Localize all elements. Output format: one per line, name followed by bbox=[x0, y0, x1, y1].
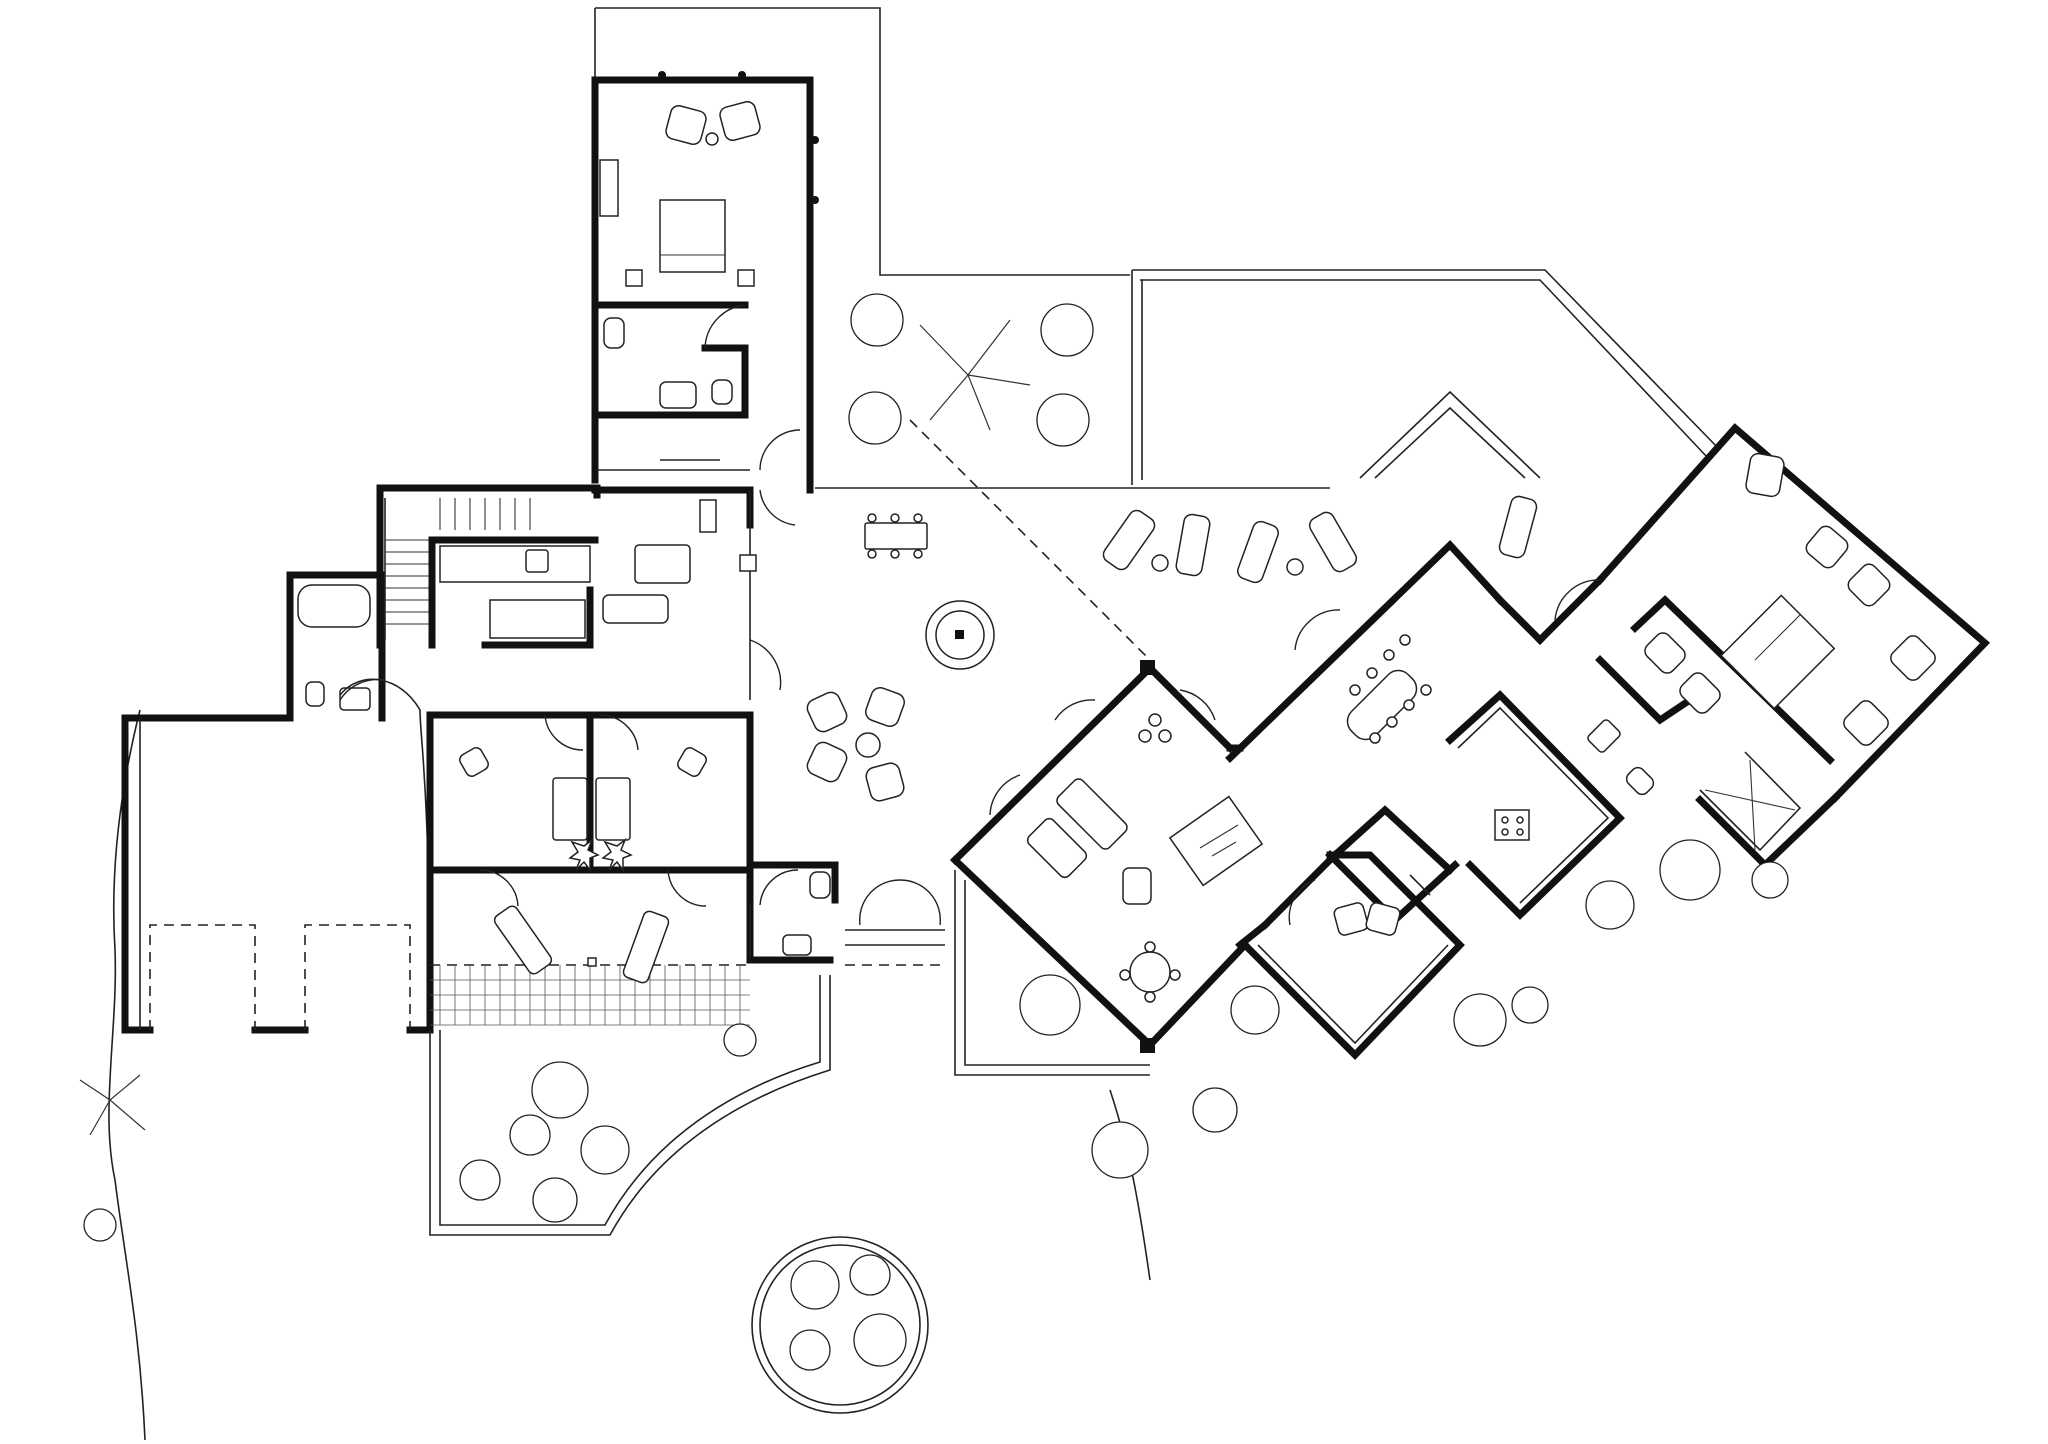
den bbox=[1240, 851, 1465, 1061]
service-wing bbox=[286, 484, 601, 722]
entry-hall bbox=[339, 486, 796, 1031]
garage bbox=[121, 714, 434, 1034]
sunroom bbox=[426, 866, 754, 1034]
palm bbox=[919, 319, 1031, 431]
twin-bedrooms bbox=[426, 711, 754, 907]
tile-grid bbox=[430, 965, 750, 1026]
landscape bbox=[79, 293, 1789, 1414]
dining-kitchen-pavilion bbox=[1225, 539, 1625, 950]
east-suite bbox=[1535, 423, 1991, 870]
courtyard bbox=[806, 495, 1538, 802]
site-lines bbox=[108, 7, 1721, 1441]
living-pavilion bbox=[950, 660, 1264, 1053]
powder-room bbox=[746, 861, 945, 966]
north-bedroom-wing bbox=[591, 71, 819, 494]
stair-treads bbox=[385, 498, 531, 625]
